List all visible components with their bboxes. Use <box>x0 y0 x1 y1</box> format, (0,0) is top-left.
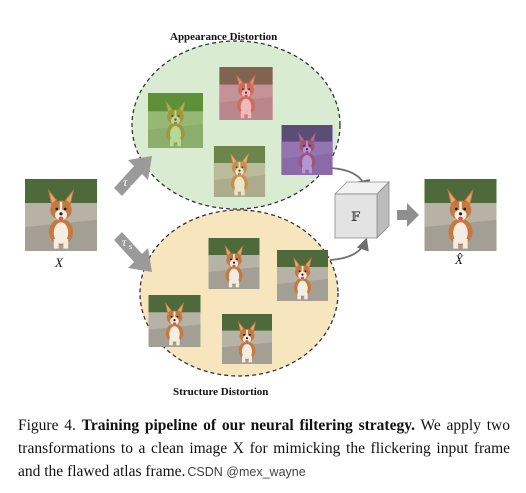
csdn-watermark: CSDN @mex_wayne <box>187 465 306 479</box>
figure-caption: Figure 4. Training pipeline of our neura… <box>18 414 510 484</box>
tau-s-subscript: s <box>129 242 132 251</box>
output-variable-label: X̂ <box>455 252 463 267</box>
structure-image-4 <box>222 314 272 364</box>
output-arrow <box>397 203 419 227</box>
structure-image-3 <box>148 295 201 347</box>
appearance-distortion-label: Appearance Distortion <box>170 31 278 43</box>
structure-image-1 <box>208 238 260 289</box>
tau-s-arrow <box>114 232 152 272</box>
input-image <box>25 179 97 251</box>
caption-prefix: Figure 4. <box>18 417 76 434</box>
appearance-image-red <box>219 67 273 120</box>
structure-to-filter-arrow <box>329 237 369 261</box>
caption-bold-title: Training pipeline of our neural filterin… <box>81 417 415 434</box>
tau-a-subscript: a <box>130 182 134 191</box>
caption-body: We apply two transformations to a clean … <box>18 417 510 480</box>
filter-cube: 𝔽 <box>334 181 390 239</box>
filter-symbol: 𝔽 <box>351 210 361 225</box>
input-variable-label: X <box>55 255 63 270</box>
output-image <box>424 179 497 251</box>
pipeline-diagram: τ a τ s 𝔽 <box>25 40 497 377</box>
appearance-image-neutral <box>213 146 266 197</box>
structure-image-2 <box>277 250 328 301</box>
tau-a-symbol: τ <box>123 175 128 189</box>
appearance-image-purple <box>281 125 333 175</box>
appearance-image-green <box>148 93 203 148</box>
structure-distortion-label: Structure Distortion <box>173 386 269 398</box>
tau-s-symbol: τ <box>122 235 127 249</box>
tau-a-arrow <box>114 156 152 196</box>
